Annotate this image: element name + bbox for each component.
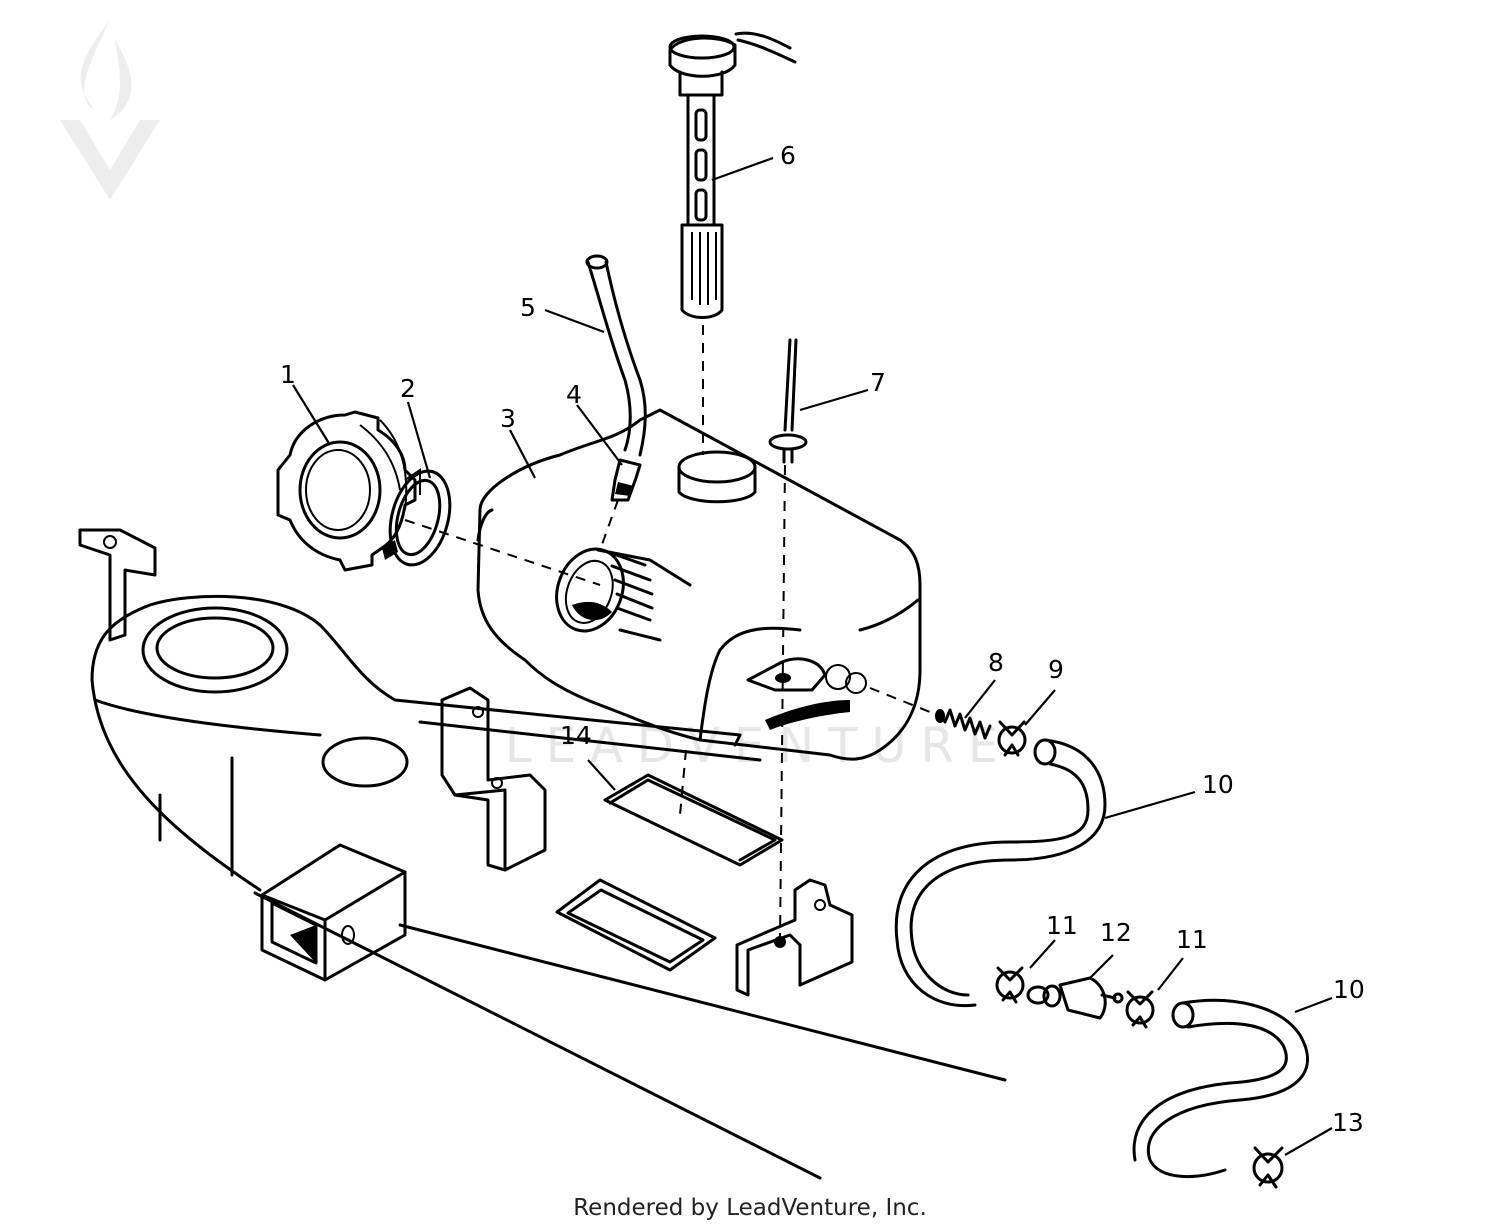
watermark-logo-icon (60, 20, 160, 200)
part-11-clamp-right (1125, 990, 1155, 1029)
callout-7: 7 (870, 368, 886, 397)
part-13-clamp (1252, 1146, 1284, 1189)
callout-13: 13 (1332, 1108, 1364, 1137)
callout-9: 9 (1048, 655, 1064, 684)
part-5-vent-hose (585, 254, 647, 457)
callout-14: 14 (560, 721, 592, 750)
callout-5: 5 (520, 293, 536, 322)
part-8-spring (935, 708, 992, 740)
callout-6: 6 (780, 141, 796, 170)
part-10-fuel-hose-upper (894, 738, 1107, 1008)
frame (78, 528, 1007, 1180)
callout-4: 4 (566, 380, 582, 409)
callout-12: 12 (1100, 918, 1132, 947)
callout-10-lower: 10 (1333, 975, 1365, 1004)
part-11-clamp-left (995, 966, 1025, 1004)
callout-3: 3 (500, 404, 516, 433)
part-12-fuel-filter (1026, 976, 1124, 1020)
part-9-clamp (997, 720, 1027, 757)
part-6-fuel-sender (668, 31, 797, 319)
part-4-vent-fitting (610, 458, 642, 502)
alignment-lines (404, 325, 941, 941)
part-3-fuel-tank (476, 408, 922, 761)
callout-11-left: 11 (1046, 911, 1078, 940)
credit-text: Rendered by LeadVenture, Inc. (573, 1195, 927, 1221)
part-10-fuel-hose-lower (1132, 998, 1309, 1179)
callout-10-upper: 10 (1202, 770, 1234, 799)
part-7-pin (768, 338, 808, 464)
callout-2: 2 (400, 374, 416, 403)
callout-1: 1 (280, 360, 296, 389)
leader-lines (292, 156, 1333, 1156)
part-1-fuel-cap (276, 410, 421, 572)
callout-8: 8 (988, 648, 1004, 677)
part-14-pad (603, 773, 784, 867)
part-2-gasket (388, 469, 452, 567)
callout-11-right: 11 (1176, 925, 1208, 954)
